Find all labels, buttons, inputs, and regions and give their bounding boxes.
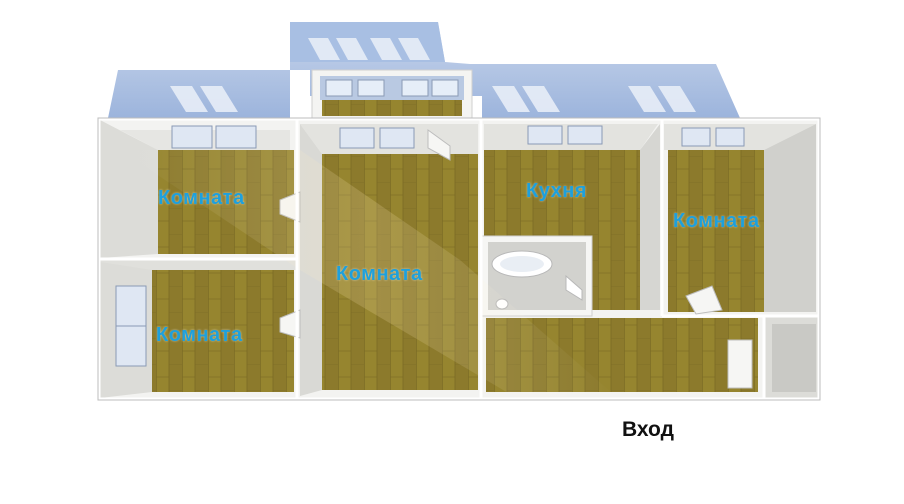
- entrance-label: Вход: [622, 418, 674, 441]
- storage: [764, 316, 820, 398]
- room-label-center: Комната: [336, 263, 423, 285]
- room-label-bottom-left: Комната: [156, 324, 243, 346]
- room-label-right: Комната: [673, 210, 760, 232]
- room-kitchen: [482, 120, 662, 316]
- room-label-kitchen: Кухня: [526, 180, 587, 202]
- sunlight-overlay: [120, 150, 620, 400]
- balcony: [311, 69, 473, 119]
- room-right: [662, 120, 818, 316]
- wall-edges: [97, 117, 821, 401]
- room-label-top-left: Комната: [158, 187, 245, 209]
- room-bottom-left: [100, 258, 296, 398]
